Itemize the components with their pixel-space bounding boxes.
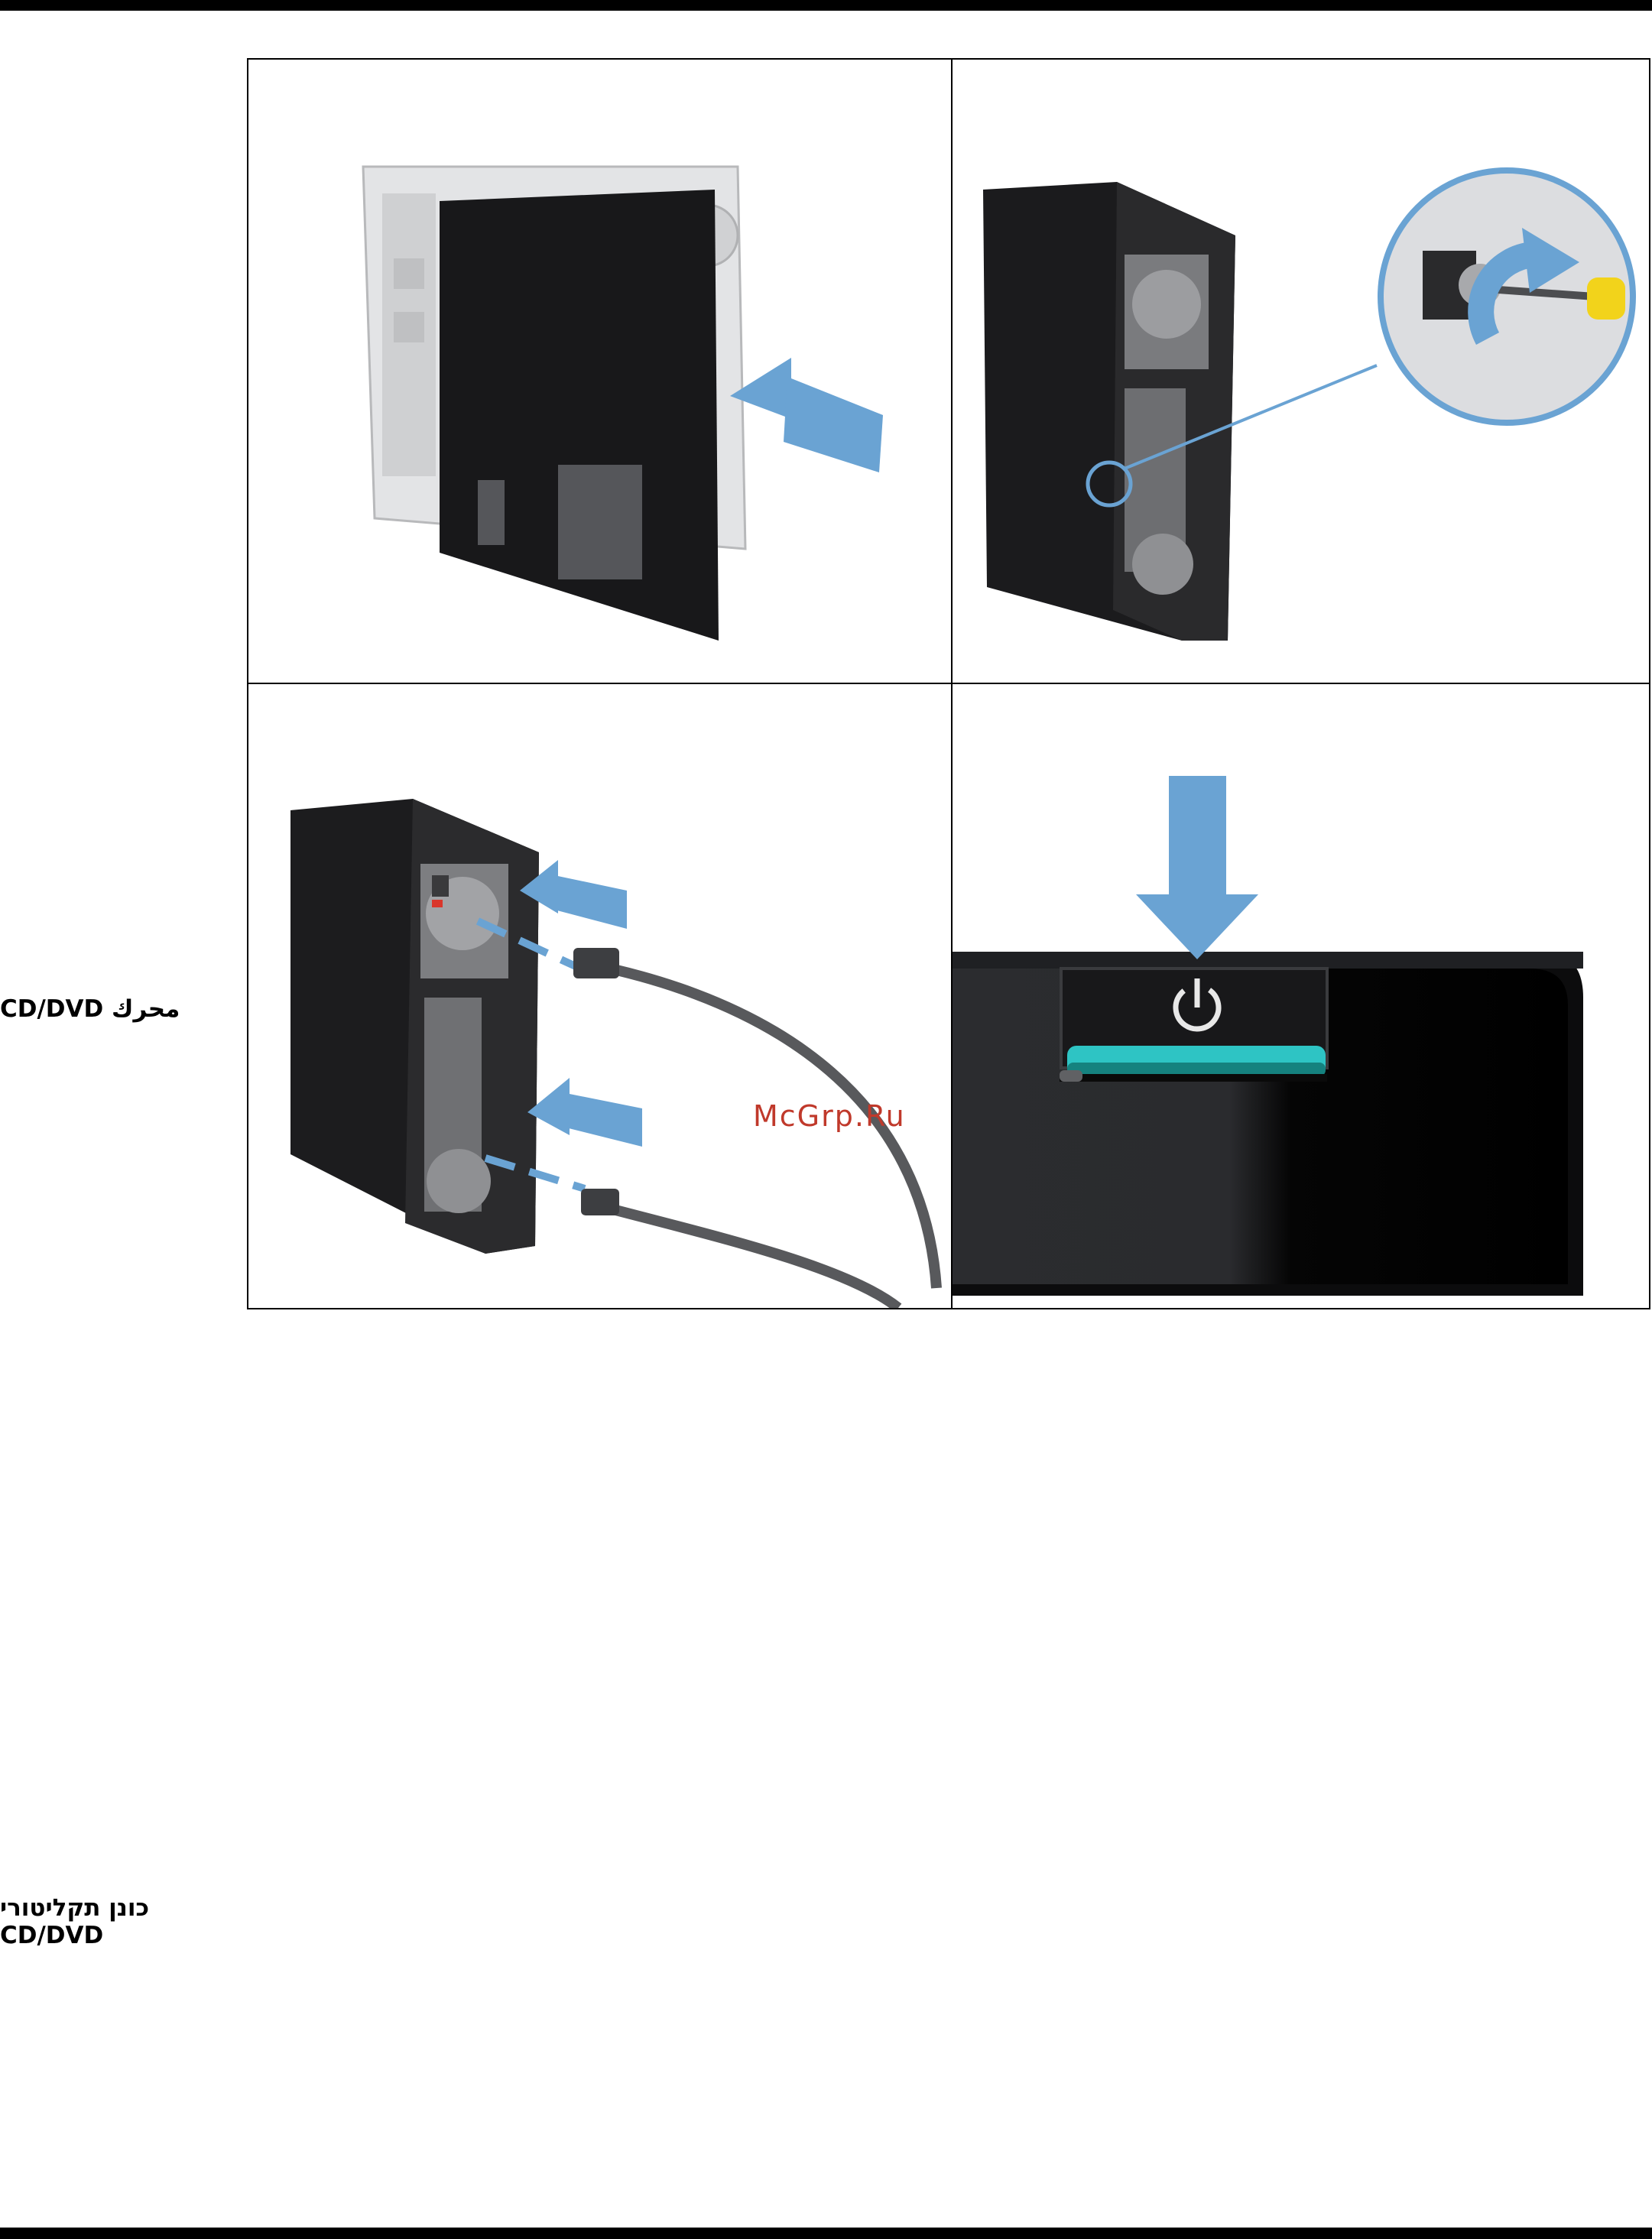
top-rule bbox=[0, 0, 1652, 11]
margin-label-hebrew-line1: כונן תקליטורי bbox=[0, 1894, 149, 1922]
power-button-illustration bbox=[953, 684, 1649, 1308]
bottom-rule bbox=[0, 2228, 1652, 2239]
margin-label-arabic: محرك CD/DVD bbox=[0, 995, 180, 1023]
illustration-side-panel-slide bbox=[248, 60, 951, 683]
illustration-grid bbox=[247, 58, 1650, 1309]
illustration-power-button-press bbox=[953, 684, 1649, 1308]
thumbscrew-illustration bbox=[953, 60, 1649, 683]
cables-illustration bbox=[248, 684, 951, 1308]
illustration-thumbscrew-tighten bbox=[953, 60, 1649, 683]
side-panel-illustration bbox=[248, 60, 951, 683]
arrow-left-icon bbox=[730, 358, 883, 472]
watermark: McGrp.Ru bbox=[753, 1099, 906, 1133]
margin-label-hebrew-line2: CD/DVD bbox=[0, 1922, 149, 1949]
illustration-cables-connect bbox=[248, 684, 951, 1308]
margin-label-hebrew: כונן תקליטורי CD/DVD bbox=[0, 1894, 149, 1949]
arrow-down-icon bbox=[1136, 776, 1258, 959]
